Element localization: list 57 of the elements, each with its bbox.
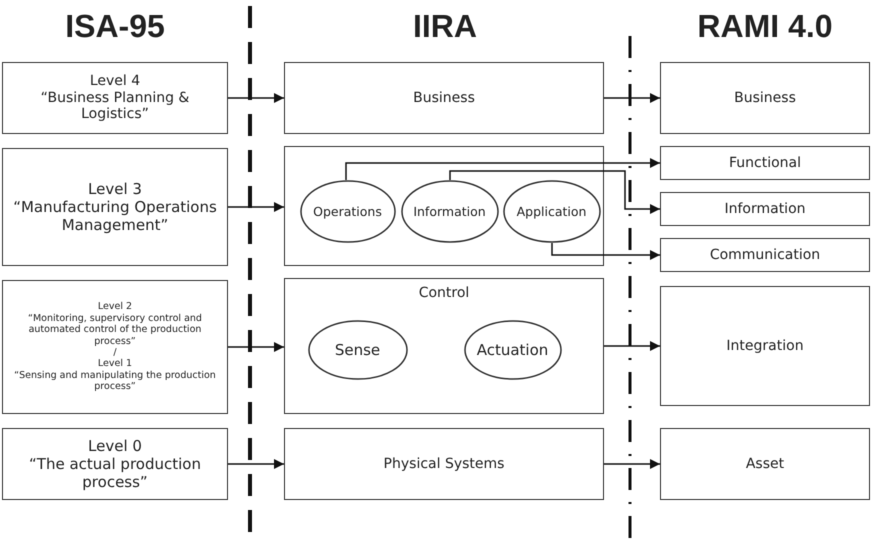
arrow [604, 93, 660, 103]
process-box [660, 238, 870, 272]
node-label: Level 4 [90, 72, 140, 90]
process-box [284, 428, 604, 500]
process-box [660, 428, 870, 500]
process-box [284, 146, 604, 266]
process-box [284, 278, 604, 414]
node-label: / [113, 347, 117, 358]
node-label: “Sensing and manipulating the production process” [13, 370, 217, 393]
ellipse-node [502, 180, 600, 242]
node-label: “Monitoring, supervisory control and automated control of the production process” [27, 312, 203, 347]
ellipse-node [400, 180, 498, 242]
process-box [660, 146, 870, 180]
process-box [2, 280, 228, 414]
node-label: Information [724, 200, 806, 218]
arrow [604, 459, 660, 469]
arrow [228, 459, 284, 469]
node-label: Communication [710, 246, 820, 264]
node-label: Level 0 [88, 437, 142, 455]
node-label: Application [516, 204, 586, 218]
ellipse-node [464, 320, 562, 380]
ellipse-node [300, 180, 396, 242]
node-label: Actuation [476, 340, 548, 358]
node-label: Sense [334, 340, 380, 358]
node-label: Asset [746, 456, 784, 472]
node-label: Business [413, 90, 475, 106]
node-label: Level 2 [98, 301, 132, 313]
ellipse-node [308, 320, 408, 380]
process-box [660, 286, 870, 406]
node-label: “Business Planning & Logistics” [40, 90, 190, 124]
process-box [660, 62, 870, 134]
process-box [2, 148, 228, 266]
arrow [604, 341, 660, 351]
process-box [2, 428, 228, 500]
arrow [228, 342, 284, 352]
arrow [449, 170, 660, 214]
node-label: Level 3 [88, 180, 142, 198]
node-label: Control [418, 285, 470, 302]
process-box [284, 62, 604, 134]
column-heading: RAMI 4.0 [696, 8, 834, 45]
process-box [2, 62, 228, 134]
node-label: Functional [728, 154, 802, 172]
node-label: Physical Systems [384, 456, 504, 472]
node-label: Operations [313, 204, 382, 218]
node-label: “The actual production process” [28, 455, 202, 491]
column-heading: IIRA [412, 8, 478, 45]
node-label: “Manufacturing Operations Management” [12, 198, 218, 234]
node-label: Business [734, 90, 796, 106]
node-label: Information [413, 204, 486, 218]
arrow [228, 202, 284, 212]
column-heading: ISA-95 [64, 8, 166, 45]
arrow [551, 243, 660, 260]
node-label: Level 1 [98, 358, 132, 370]
arrow [345, 158, 660, 180]
arrow [228, 93, 284, 103]
node-label: Integration [726, 338, 804, 354]
process-box [660, 192, 870, 226]
